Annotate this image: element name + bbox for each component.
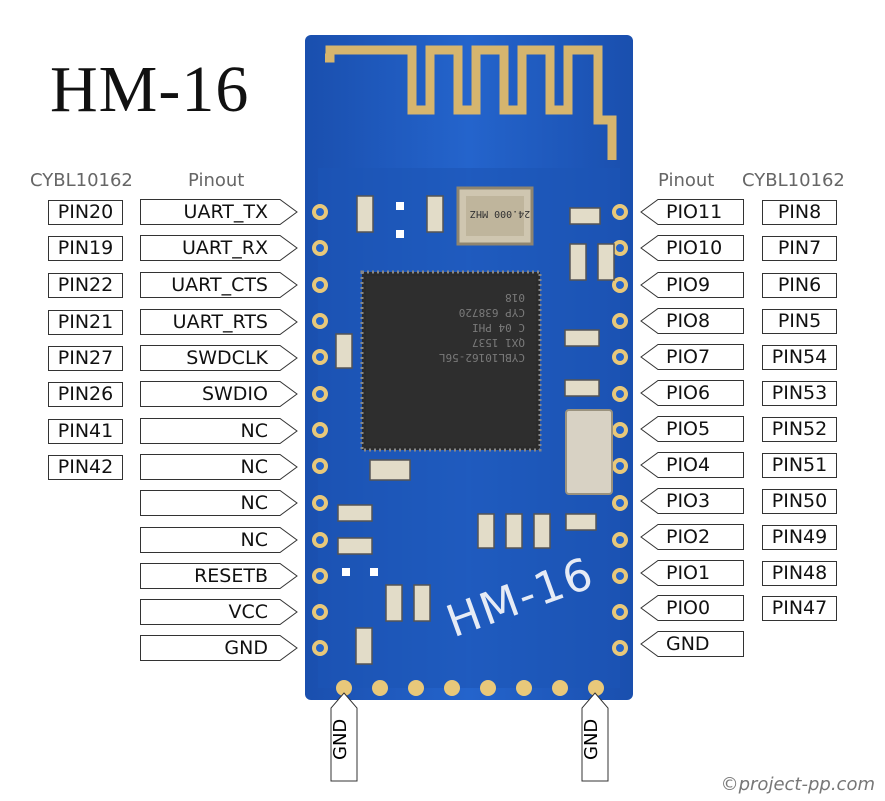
left-chip-pin: PIN19 (48, 236, 123, 261)
right-pin-label: PIO0 (640, 595, 744, 621)
right-pin-label: GND (640, 631, 744, 657)
left-pin-label: RESETB (140, 563, 298, 589)
right-pin-label: PIO2 (640, 524, 744, 550)
right-chip-pin: PIN6 (762, 273, 837, 298)
copyright-notice: ©project-pp.com (720, 774, 875, 795)
left-chip-pin: PIN42 (48, 455, 123, 480)
page-title: HM-16 (50, 53, 250, 126)
right-chip-pin: PIN48 (762, 561, 837, 586)
bottom-gnd-label-left: GND (330, 692, 358, 782)
left-pin-label: NC (140, 418, 298, 444)
left-pin-label: NC (140, 454, 298, 480)
right-pin-label: PIO11 (640, 199, 744, 225)
right-pinout-header: Pinout (658, 170, 715, 191)
right-pin-label: PIO8 (640, 308, 744, 334)
right-chip-pin: PIN5 (762, 309, 837, 334)
right-chip-pin: PIN50 (762, 489, 837, 514)
right-chip-pin: PIN7 (762, 236, 837, 261)
left-pin-label: NC (140, 490, 298, 516)
left-pin-label: UART_RX (140, 235, 298, 261)
antenna-trace (325, 45, 617, 160)
left-pinout-header: Pinout (188, 170, 245, 191)
right-chip-pin: PIN51 (762, 453, 837, 478)
left-pin-label: UART_RTS (140, 309, 298, 335)
right-chip-pin: PIN49 (762, 525, 837, 550)
right-pin-label: PIO6 (640, 380, 744, 406)
left-pin-label: VCC (140, 599, 298, 625)
left-pin-label: GND (140, 635, 298, 661)
right-pin-label: PIO1 (640, 560, 744, 586)
left-chip-pin: PIN41 (48, 419, 123, 444)
bottom-pads (336, 680, 604, 696)
left-chip-pin: PIN22 (48, 273, 123, 298)
right-chip-pin: PIN54 (762, 345, 837, 370)
right-pin-label: PIO9 (640, 272, 744, 298)
right-pin-label: PIO10 (640, 235, 744, 261)
right-pin-label: PIO4 (640, 452, 744, 478)
left-pin-label: UART_CTS (140, 272, 298, 298)
right-pin-label: PIO7 (640, 344, 744, 370)
right-chip-header: CYBL10162 (742, 170, 845, 191)
right-chip-pin: PIN8 (762, 200, 837, 225)
left-chip-pin: PIN21 (48, 310, 123, 335)
right-pin-label: PIO5 (640, 416, 744, 442)
left-pin-label: SWDCLK (140, 345, 298, 371)
left-pin-label: UART_TX (140, 199, 298, 225)
bottom-gnd-label-right: GND (581, 692, 609, 782)
left-chip-pin: PIN26 (48, 382, 123, 407)
right-pin-label: PIO3 (640, 488, 744, 514)
smd-components (335, 195, 615, 665)
right-chip-pin: PIN53 (762, 381, 837, 406)
right-chip-pin: PIN47 (762, 596, 837, 621)
left-pin-label: NC (140, 527, 298, 553)
left-chip-header: CYBL10162 (30, 170, 133, 191)
left-chip-pin: PIN27 (48, 346, 123, 371)
left-chip-pin: PIN20 (48, 200, 123, 225)
crystal-2 (565, 409, 613, 495)
right-chip-pin: PIN52 (762, 417, 837, 442)
silkscreen-marks (342, 202, 404, 576)
left-pin-label: SWDIO (140, 381, 298, 407)
crystal-marking: 24.000 MHZ (470, 208, 531, 219)
chip-marking: CYBL10162-56L QX1 1537 C 04 PHI CYP 6387… (438, 291, 525, 364)
